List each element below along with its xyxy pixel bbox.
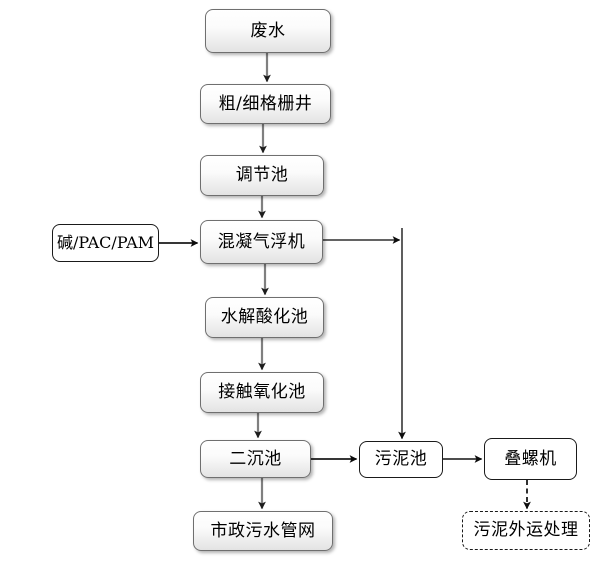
node-label: 碱/PAC/PAM [56,233,155,253]
node-chemical-dosing[interactable]: 碱/PAC/PAM [52,224,159,262]
node-label: 污泥池 [374,449,428,470]
node-contact-oxidation[interactable]: 接触氧化池 [200,372,324,413]
node-screw-press[interactable]: 叠螺机 [484,438,577,480]
node-sludge-offsite-disposal[interactable]: 污泥外运处理 [462,511,590,550]
node-label: 混凝气浮机 [217,231,306,252]
node-label: 粗/细格栅井 [218,93,313,114]
node-label: 废水 [250,20,286,41]
node-municipal-sewer[interactable]: 市政污水管网 [193,511,333,551]
node-label: 接触氧化池 [218,382,306,403]
node-secondary-clarifier[interactable]: 二沉池 [200,440,311,478]
node-sludge-tank[interactable]: 污泥池 [359,441,443,478]
node-label: 二沉池 [229,448,282,469]
node-wastewater[interactable]: 废水 [205,9,331,53]
node-coagulation-flotation[interactable]: 混凝气浮机 [200,220,323,264]
node-label: 水解酸化池 [220,307,309,328]
node-label: 污泥外运处理 [473,520,579,541]
node-label: 市政污水管网 [210,520,316,541]
node-label: 调节池 [235,165,289,186]
node-bar-screen[interactable]: 粗/细格栅井 [200,84,331,124]
node-equalization-tank[interactable]: 调节池 [200,155,324,196]
node-label: 叠螺机 [504,448,557,469]
node-hydrolysis-acidification[interactable]: 水解酸化池 [205,297,324,338]
